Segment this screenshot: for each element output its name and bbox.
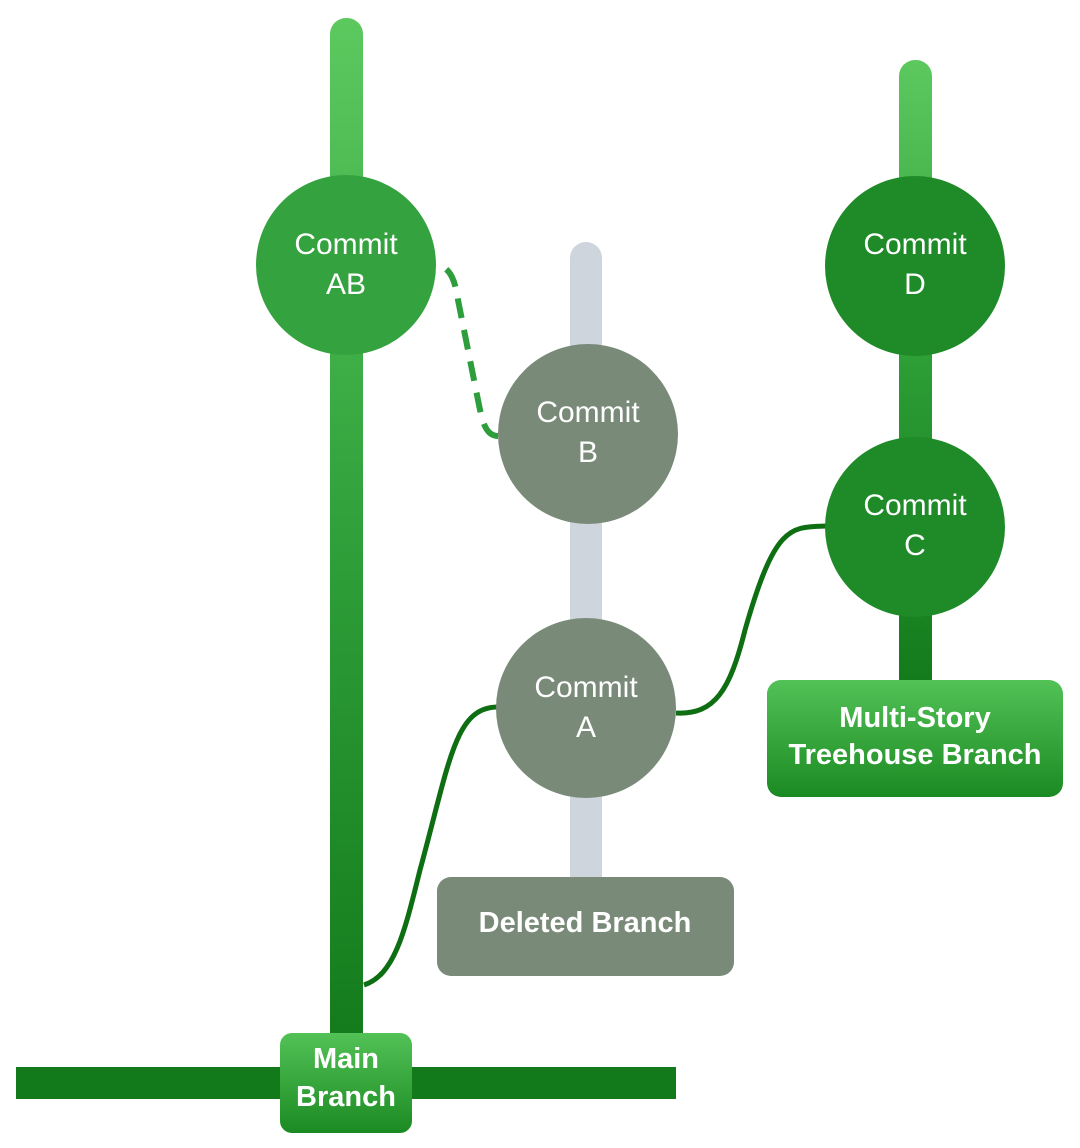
- treehouse-branch-label[interactable]: Multi-Story Treehouse Branch: [767, 680, 1063, 797]
- deleted-trunk: [570, 242, 602, 902]
- commit-b-circle: [498, 344, 678, 524]
- commit-ab-circle: [256, 175, 436, 355]
- dashed-connector-b-to-ab: [435, 261, 499, 439]
- commit-a-label-line1: Commit: [534, 671, 638, 704]
- treehouse-branch-label-box: [767, 680, 1063, 797]
- commit-ab-label-line2: AB: [326, 268, 366, 301]
- commit-b-label-line1: Commit: [536, 396, 640, 429]
- connector-a-to-c: [675, 523, 827, 716]
- main-branch-label[interactable]: Main Branch: [280, 1033, 412, 1133]
- commit-b-label-line2: B: [578, 436, 598, 469]
- commit-d-circle: [825, 176, 1005, 356]
- main-branch-label-line1: Main: [313, 1043, 379, 1075]
- deleted-branch-label-box: [437, 877, 734, 976]
- commit-b-node[interactable]: Commit B: [498, 344, 678, 524]
- connector-main-to-a: [363, 704, 498, 988]
- commit-c-node[interactable]: Commit C: [825, 437, 1005, 617]
- commit-a-label-line2: A: [576, 711, 596, 744]
- commit-c-label-line1: Commit: [863, 489, 967, 522]
- commit-d-label-line2: D: [904, 268, 926, 301]
- commit-c-label-line2: C: [904, 529, 926, 562]
- commit-c-circle: [825, 437, 1005, 617]
- main-branch-label-line2: Branch: [296, 1081, 396, 1113]
- treehouse-branch-label-line2: Treehouse Branch: [788, 739, 1041, 771]
- commit-a-circle: [496, 618, 676, 798]
- commit-d-node[interactable]: Commit D: [825, 176, 1005, 356]
- deleted-branch-label-text: Deleted Branch: [479, 907, 692, 939]
- main-branch-label-box: [280, 1033, 412, 1133]
- treehouse-branch-label-line1: Multi-Story: [839, 702, 990, 734]
- commit-ab-label-line1: Commit: [294, 228, 398, 261]
- commit-d-label-line1: Commit: [863, 228, 967, 261]
- deleted-branch-label[interactable]: Deleted Branch: [437, 877, 734, 976]
- commit-a-node[interactable]: Commit A: [496, 618, 676, 798]
- main-trunk: [330, 18, 363, 1053]
- commit-ab-node[interactable]: Commit AB: [256, 175, 436, 355]
